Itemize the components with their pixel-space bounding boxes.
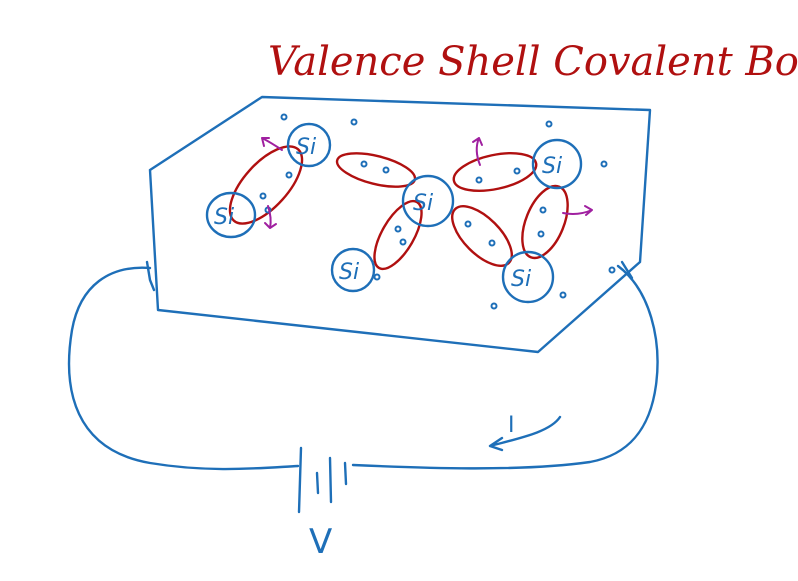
electron	[559, 291, 567, 299]
circuit-wire-right	[351, 264, 659, 470]
battery-icon	[297, 446, 348, 514]
electron	[539, 206, 547, 214]
electron	[373, 273, 381, 281]
bond-ellipse	[451, 205, 513, 267]
electron	[350, 118, 358, 126]
atom-si: Si	[501, 250, 555, 304]
svg-text:Si: Si	[413, 191, 433, 216]
lead-left-tick	[145, 260, 156, 292]
arrow-icon	[472, 137, 483, 166]
arrow-icon	[562, 205, 593, 216]
lead-right-tick	[620, 260, 634, 280]
bond-ellipse	[228, 145, 304, 225]
electron	[490, 302, 498, 310]
covalent-bonds	[228, 145, 569, 271]
atom-si: Si	[330, 247, 376, 293]
electron	[608, 266, 616, 274]
electron	[280, 113, 288, 121]
electron	[600, 160, 608, 168]
svg-text:Si: Si	[542, 154, 562, 179]
bond-ellipse	[373, 199, 423, 271]
electron	[399, 238, 407, 246]
electron	[488, 239, 496, 247]
atom-si: Si	[205, 191, 257, 239]
electron	[285, 171, 293, 179]
electron	[464, 220, 472, 228]
crystal-slab	[148, 95, 652, 354]
arrow-icon	[264, 205, 277, 229]
electron	[382, 166, 390, 174]
arrow-icon	[261, 137, 283, 151]
electron	[545, 120, 553, 128]
electron	[394, 225, 402, 233]
electron	[475, 176, 483, 184]
electron	[537, 230, 545, 238]
svg-text:Si: Si	[296, 135, 316, 160]
svg-text:Si: Si	[339, 260, 359, 285]
atom-si: Si	[531, 138, 583, 190]
svg-text:Si: Si	[511, 267, 531, 292]
atom-si: Si	[401, 174, 455, 228]
electron	[513, 167, 521, 175]
diagram-title: Valence Shell Covalent Bonds	[268, 39, 798, 85]
current-label: I	[508, 413, 515, 438]
atom-si: Si	[286, 122, 332, 168]
bond-ellipse	[335, 152, 417, 188]
circuit-wire-left	[67, 266, 300, 471]
electron	[360, 160, 368, 168]
electron-motion-arrows	[261, 137, 593, 229]
bond-ellipse	[452, 152, 538, 192]
electrons	[259, 113, 616, 310]
svg-text:Si: Si	[214, 205, 234, 230]
voltage-label: V	[309, 522, 332, 562]
electron	[259, 192, 267, 200]
current-arrow-icon	[488, 415, 562, 452]
